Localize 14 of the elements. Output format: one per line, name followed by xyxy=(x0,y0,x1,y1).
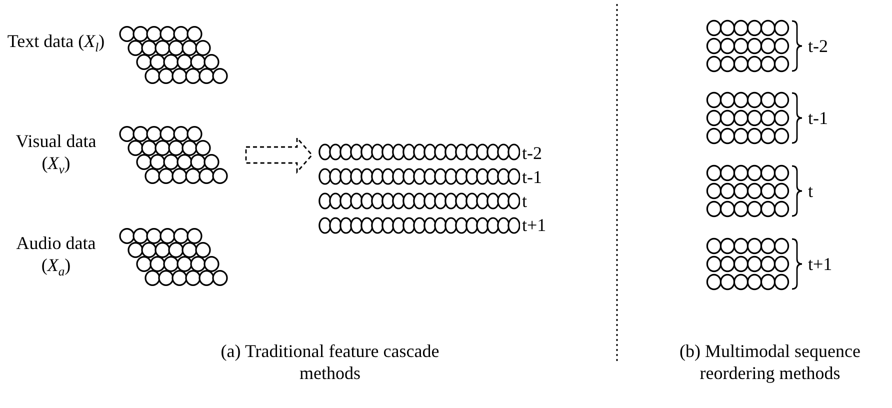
time-step-label: t-2 xyxy=(808,35,829,57)
subfigure-caption: (a) Traditional feature cascade methods xyxy=(220,340,440,384)
time-step-label: t xyxy=(522,190,528,212)
modality-label: Text data (X$_{l}$) xyxy=(6,30,106,57)
time-step-label: t-2 xyxy=(522,142,543,164)
time-step-label: t-1 xyxy=(808,107,829,129)
time-step-label: t-1 xyxy=(522,166,543,188)
block-arrow xyxy=(245,136,313,174)
modality-label: Visual data (X$_{v}$) xyxy=(14,130,98,179)
time-step-label: t+1 xyxy=(808,253,834,275)
time-step-label: t+1 xyxy=(522,214,548,236)
time-step-label: t xyxy=(808,180,814,202)
modality-label: Audio data (X$_{a}$) xyxy=(15,232,97,281)
subfigure-caption: (b) Multimodal sequence reordering methods xyxy=(678,340,862,384)
